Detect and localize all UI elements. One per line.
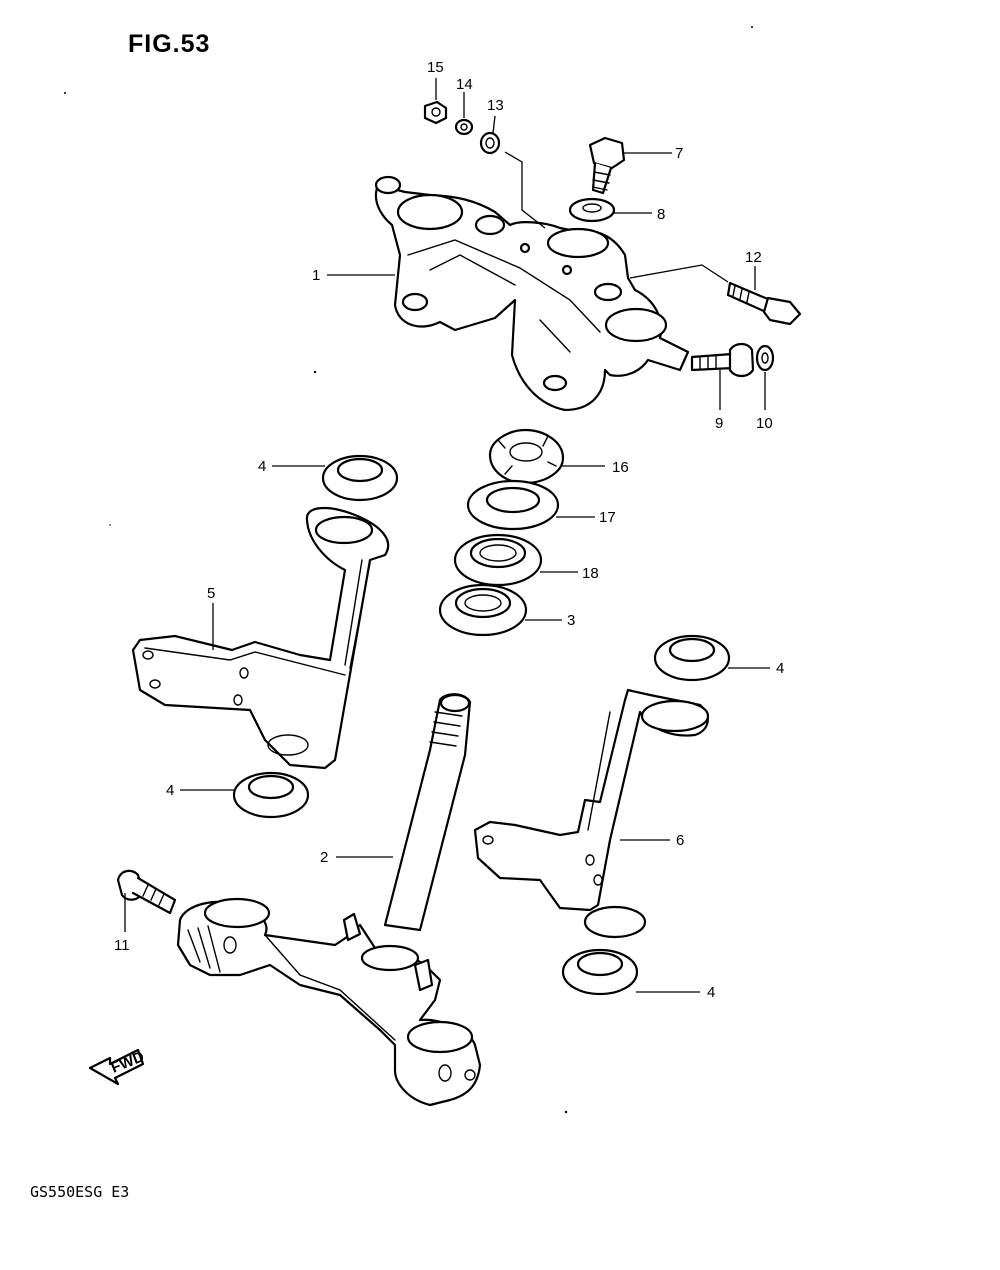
part-seal-4-bottom-right xyxy=(561,948,639,996)
callout-5: 5 xyxy=(207,585,215,602)
part-bearing-3 xyxy=(438,583,528,637)
callout-11: 11 xyxy=(114,937,130,954)
part-steering-nut-16 xyxy=(488,428,565,485)
part-washer-10 xyxy=(755,344,775,372)
part-bolt-9 xyxy=(690,342,755,378)
callout-15: 15 xyxy=(427,59,444,76)
part-seal-4-mid-left xyxy=(232,771,310,819)
callout-9: 9 xyxy=(715,415,723,432)
part-bolt-12 xyxy=(726,281,802,326)
part-bolt-11 xyxy=(116,869,177,915)
part-cushion-8 xyxy=(568,197,616,223)
callout-12: 12 xyxy=(745,249,762,266)
model-code-footer: GS550ESG E3 xyxy=(30,1183,130,1201)
callout-4-top-left: 4 xyxy=(258,458,266,475)
callout-4-top-right: 4 xyxy=(776,660,784,677)
part-bracket-6-right xyxy=(473,688,710,939)
callout-10: 10 xyxy=(756,415,773,432)
part-steering-stem-2 xyxy=(176,693,482,1107)
part-bolt-7 xyxy=(588,136,626,195)
part-seal-17 xyxy=(466,479,560,531)
part-seal-4-top-right xyxy=(653,634,731,682)
part-nut-15 xyxy=(423,100,448,125)
scan-specks xyxy=(64,26,753,1114)
part-lockwasher-14 xyxy=(454,118,474,136)
part-bracket-5-left xyxy=(131,506,390,770)
callout-6: 6 xyxy=(676,832,684,849)
callout-14: 14 xyxy=(456,76,473,93)
figure-title: FIG.53 xyxy=(128,30,211,58)
fwd-arrow-icon: FWD xyxy=(88,1048,147,1086)
callout-17: 17 xyxy=(599,509,616,526)
part-bearing-18 xyxy=(453,533,543,587)
callout-2: 2 xyxy=(320,849,328,866)
callout-13: 13 xyxy=(487,97,504,114)
callout-1: 1 xyxy=(312,267,320,284)
part-upper-bracket xyxy=(374,175,690,412)
callout-labels: 1 2 3 4 4 4 4 5 6 7 8 9 10 11 12 13 14 1… xyxy=(114,59,784,1001)
leader-lines xyxy=(124,78,770,993)
callout-7: 7 xyxy=(675,145,683,162)
part-seal-4-top-left xyxy=(321,454,399,502)
callout-4-mid-left: 4 xyxy=(166,782,174,799)
callout-18: 18 xyxy=(582,565,599,582)
callout-16: 16 xyxy=(612,459,629,476)
part-washer-13 xyxy=(479,131,501,155)
callout-4-bottom-right: 4 xyxy=(707,984,715,1001)
callout-3: 3 xyxy=(567,612,575,629)
callout-8: 8 xyxy=(657,206,665,223)
